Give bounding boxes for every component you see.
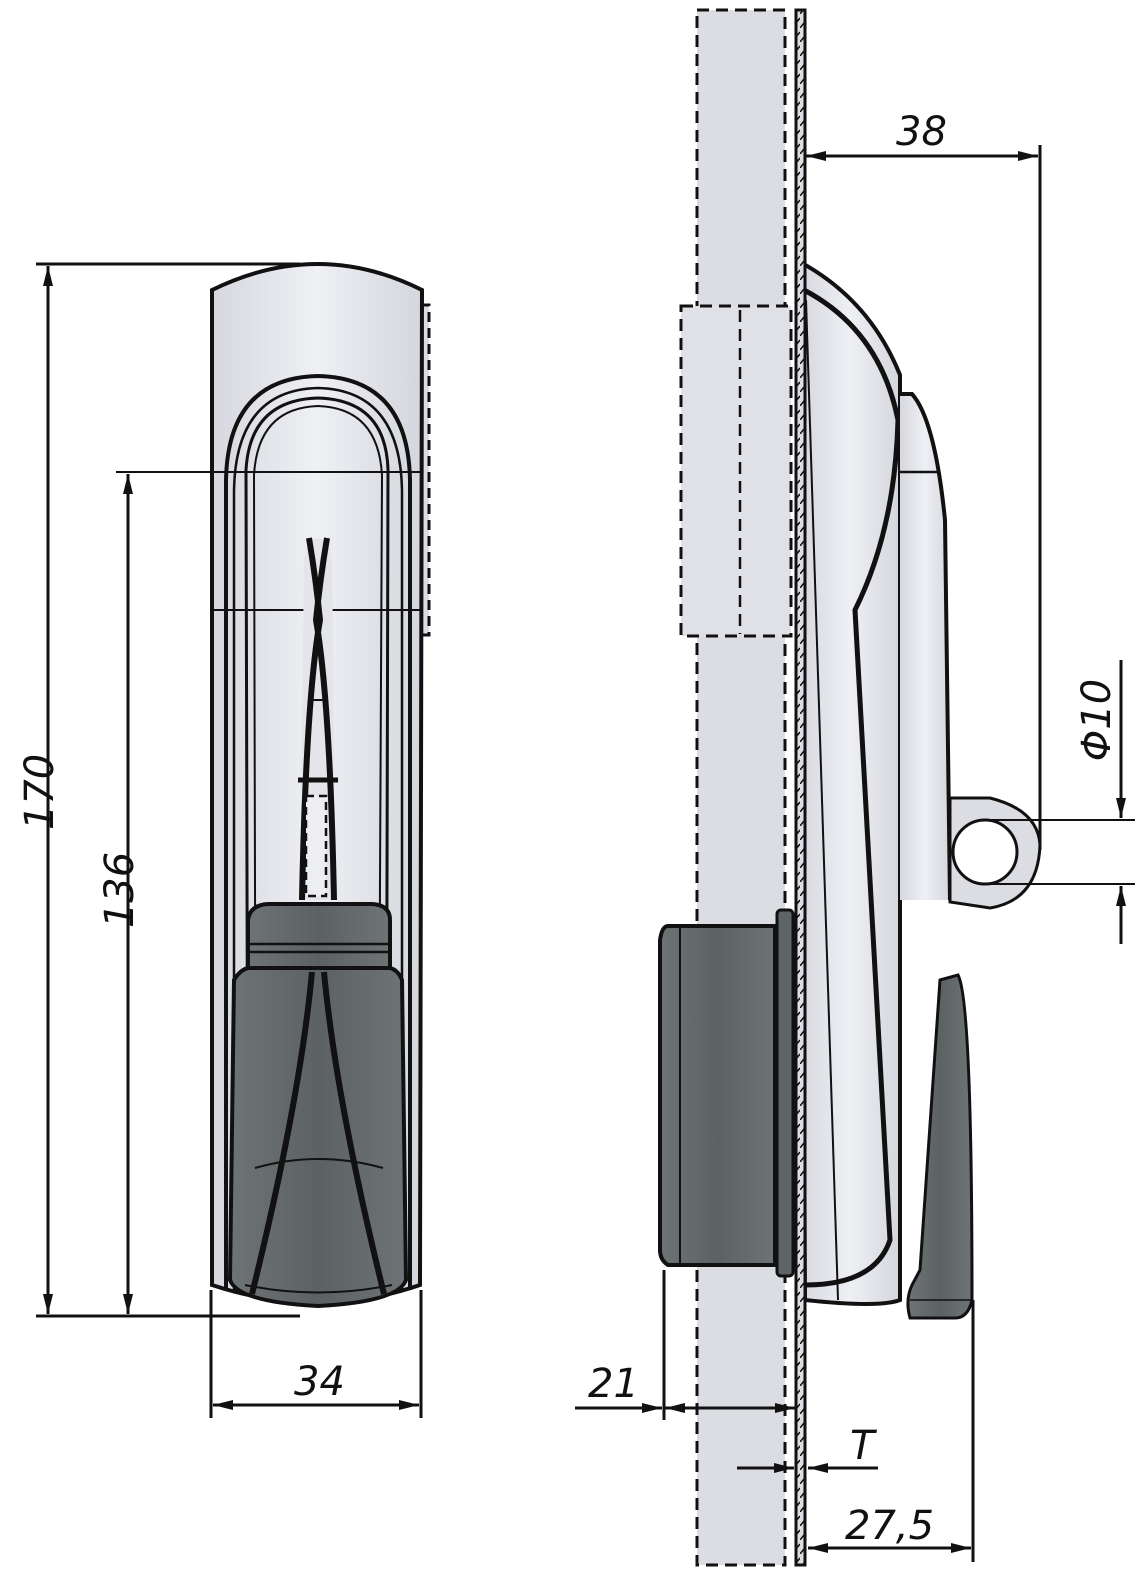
lever-side	[900, 394, 950, 900]
dim-width: 34	[294, 1359, 345, 1405]
lock-cylinder	[658, 924, 777, 1267]
dim-panel-thickness: T	[850, 1423, 875, 1469]
panel	[794, 8, 807, 1567]
lever-body	[227, 966, 409, 1309]
lever-cap	[246, 902, 392, 970]
front-dimensions	[36, 262, 423, 1418]
latch	[906, 973, 974, 1320]
dim-handle-depth: 27,5	[845, 1503, 935, 1549]
dim-padlock-hole: Φ10	[1074, 678, 1121, 762]
front-view	[210, 262, 431, 1309]
padlock-hole	[951, 818, 1019, 886]
side-view	[658, 8, 1042, 1567]
dim-handle-height: 136	[97, 851, 144, 929]
dim-cutout-depth: 21	[588, 1361, 639, 1407]
housing-side	[797, 258, 902, 1306]
dim-overall-height: 170	[17, 753, 64, 831]
side-dimensions	[575, 145, 1135, 1562]
dim-projection: 38	[896, 109, 947, 155]
